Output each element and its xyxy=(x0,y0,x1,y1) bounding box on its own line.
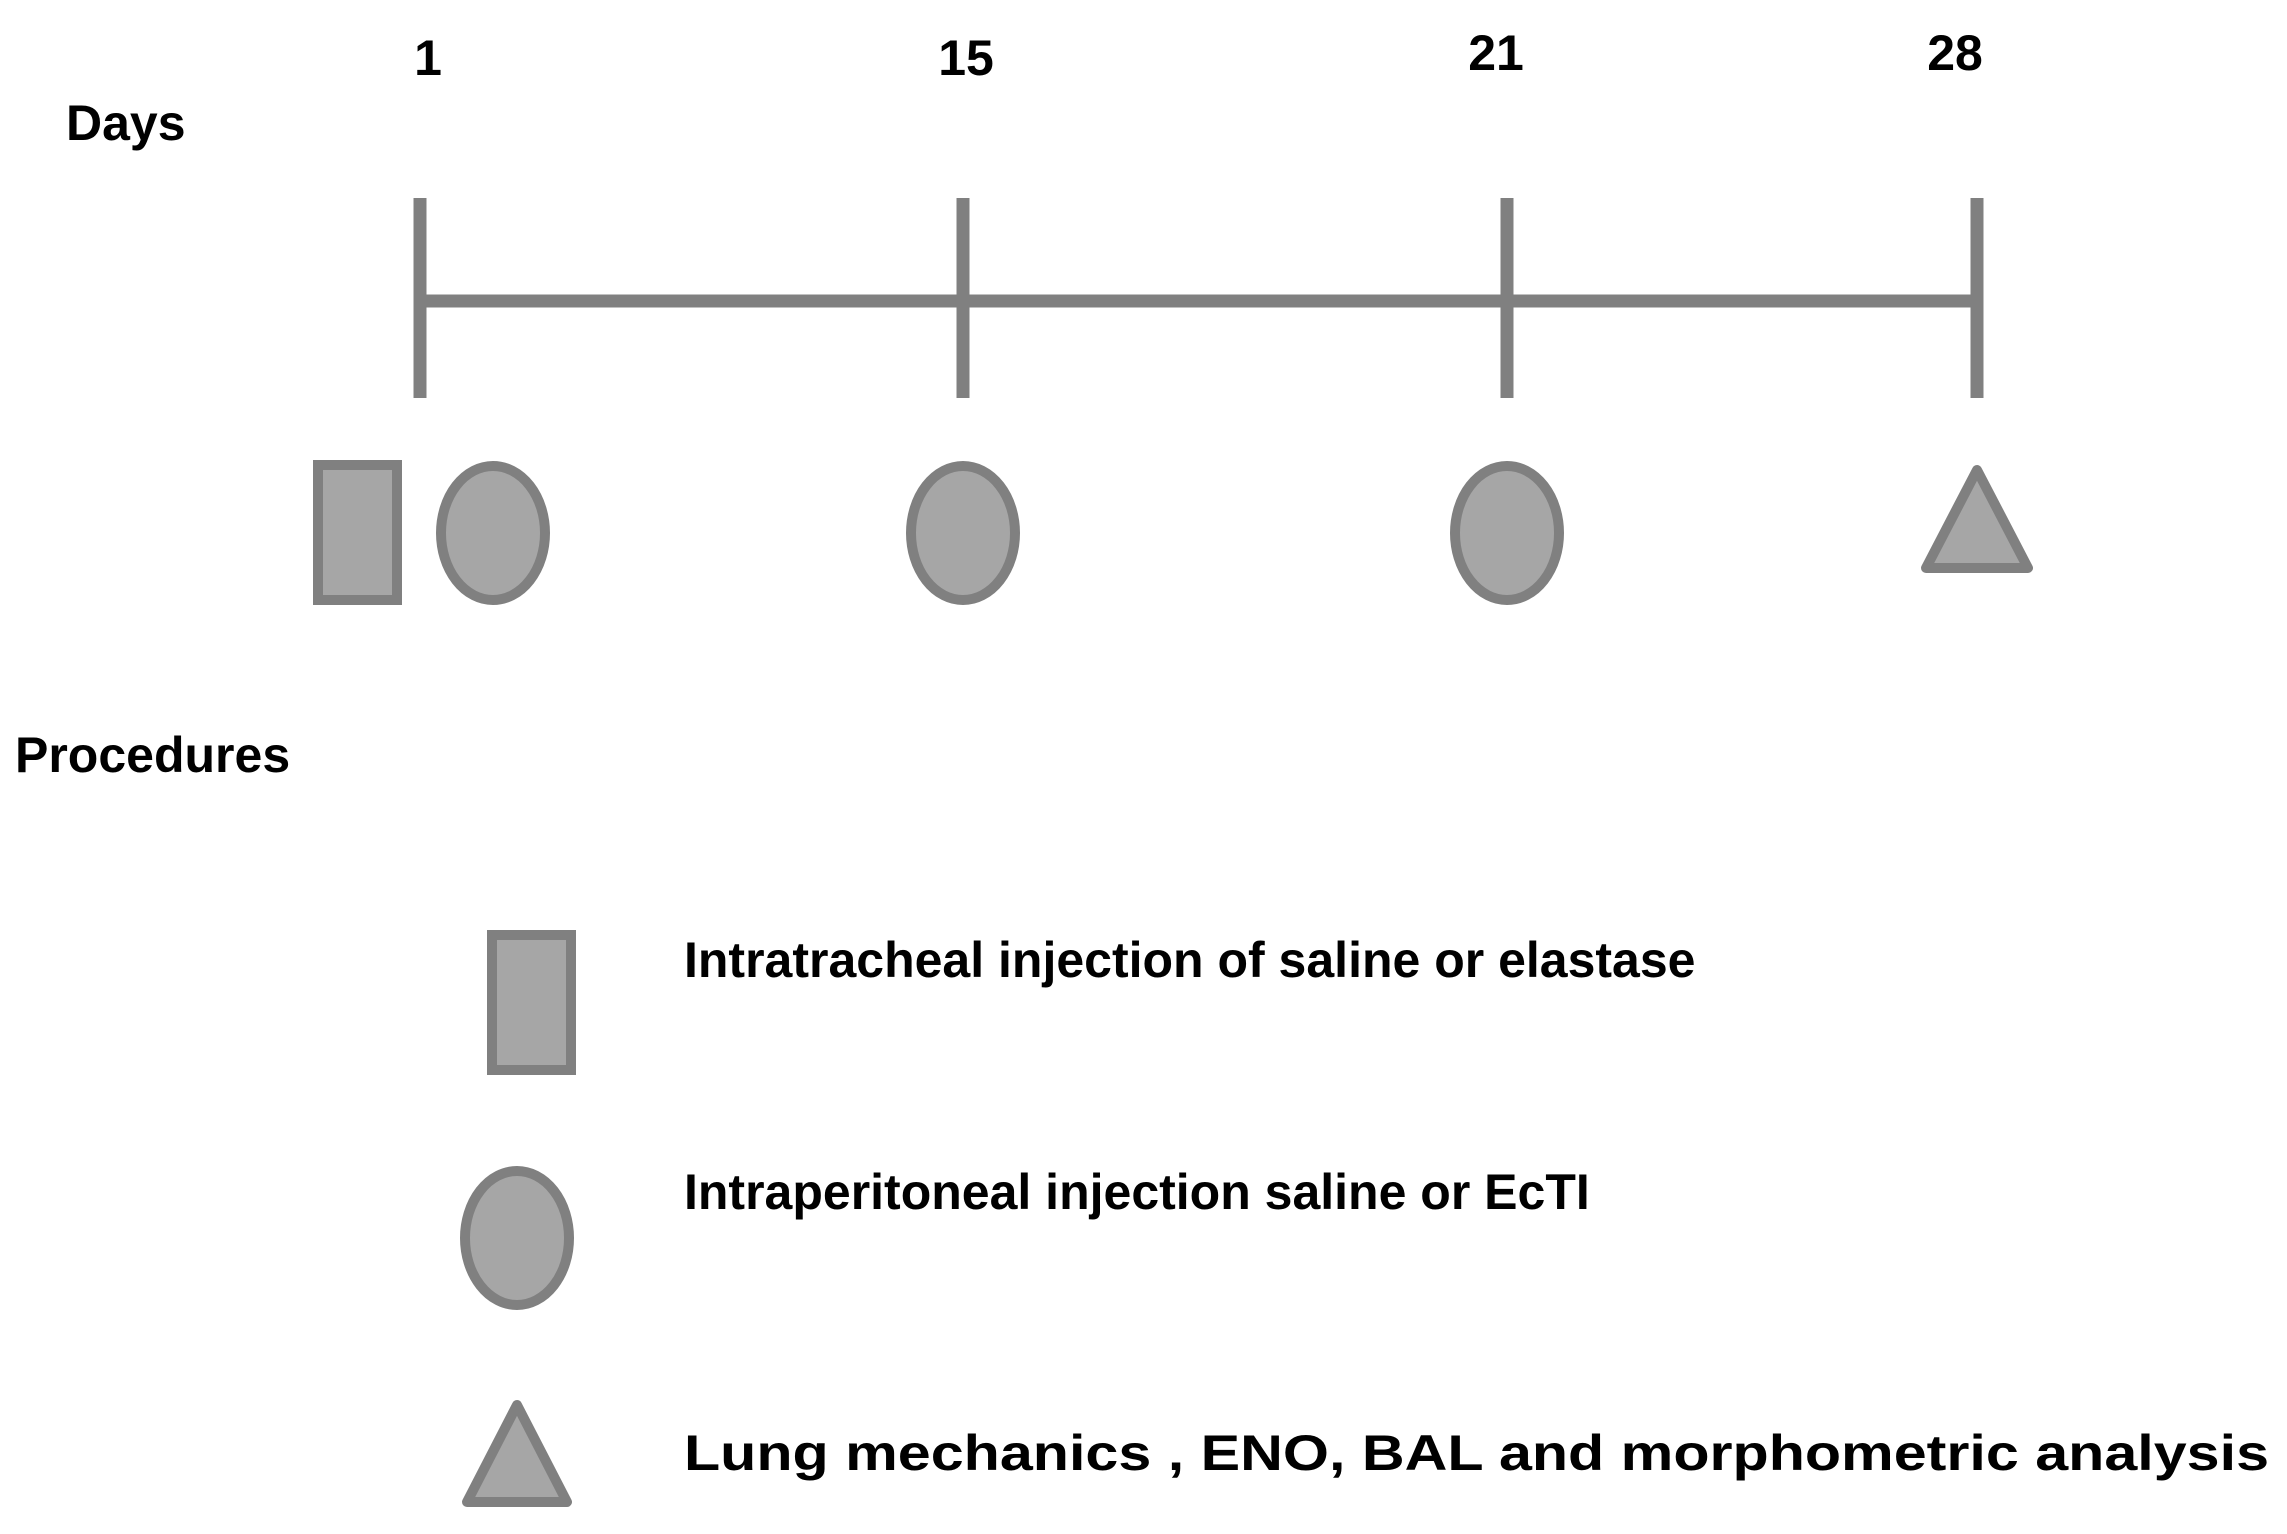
legend-ellipse-icon xyxy=(460,1166,574,1310)
legend-text-rectangle: Intratracheal injection of saline or ela… xyxy=(684,932,1695,988)
marker-day21-ellipse xyxy=(1450,461,1564,605)
marker-day15-ellipse xyxy=(906,461,1020,605)
days-label: Days xyxy=(66,95,186,151)
legend-triangle-icon xyxy=(462,1400,572,1507)
marker-day1-rectangle xyxy=(313,460,402,605)
legend-text-triangle: Lung mechanics , ENO, BAL and morphometr… xyxy=(684,1425,2269,1481)
day-label-15: 15 xyxy=(938,30,994,86)
legend-text-ellipse: Intraperitoneal injection saline or EcTI xyxy=(684,1164,1590,1220)
day-label-21: 21 xyxy=(1468,25,1524,81)
procedures-label: Procedures xyxy=(15,727,290,783)
marker-day28-triangle xyxy=(1921,465,2033,573)
marker-day1-ellipse xyxy=(436,461,550,605)
legend-rectangle-icon xyxy=(487,930,576,1075)
day-label-28: 28 xyxy=(1927,25,1983,81)
timeline-axis xyxy=(413,198,1984,398)
day-label-1: 1 xyxy=(414,30,442,86)
